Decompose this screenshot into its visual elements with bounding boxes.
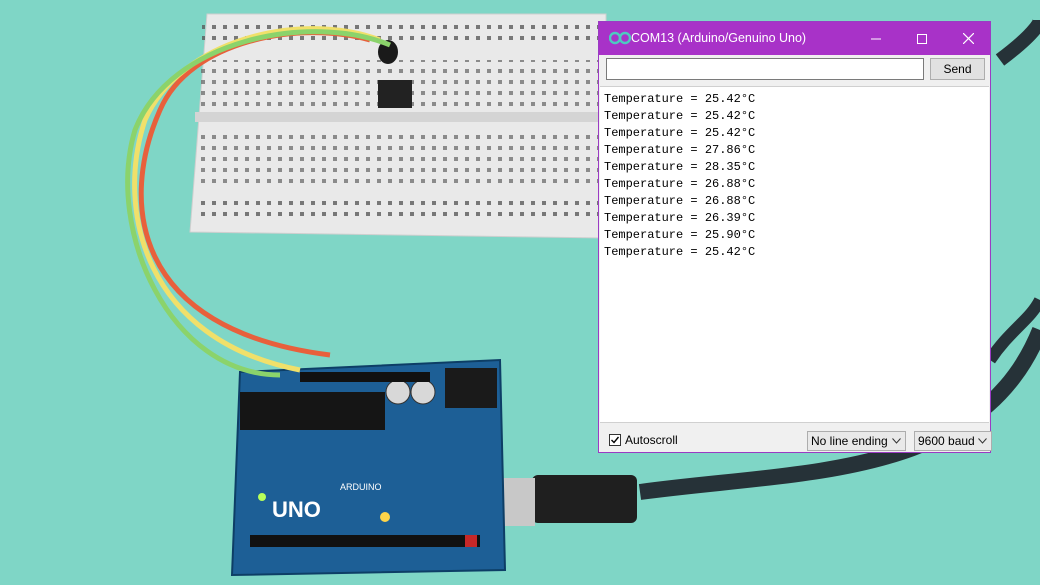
serial-output-line: Temperature = 25.42°C — [604, 126, 756, 140]
line-ending-value: No line ending — [811, 434, 888, 448]
serial-output-line: Temperature = 26.88°C — [604, 194, 756, 208]
send-button[interactable]: Send — [930, 58, 985, 80]
checkmark-icon — [611, 436, 620, 444]
maximize-button[interactable] — [899, 22, 945, 55]
serial-output-line: Temperature = 27.86°C — [604, 143, 756, 157]
jumper-wires — [125, 26, 391, 378]
board-brand: UNO — [272, 497, 321, 522]
baud-rate-value: 9600 baud — [918, 434, 975, 448]
serial-output-line: Temperature = 25.42°C — [604, 109, 756, 123]
serial-output-line: Temperature = 28.35°C — [604, 160, 756, 174]
autoscroll-checkbox[interactable] — [609, 434, 621, 446]
serial-output[interactable]: Temperature = 25.42°C Temperature = 25.42… — [600, 86, 989, 423]
close-icon — [962, 33, 974, 44]
minimize-button[interactable] — [853, 22, 899, 55]
maximize-icon — [917, 33, 927, 44]
serial-output-line: Temperature = 26.39°C — [604, 211, 756, 225]
arduino-logo-icon — [609, 31, 631, 45]
serial-output-line: Temperature = 25.42°C — [604, 245, 756, 259]
close-button[interactable] — [945, 22, 991, 55]
breadboard — [189, 13, 607, 239]
autoscroll-toggle[interactable]: Autoscroll — [609, 433, 678, 447]
window-title: COM13 (Arduino/Genuino Uno) — [631, 31, 807, 45]
autoscroll-label: Autoscroll — [625, 433, 678, 447]
chevron-down-icon — [978, 438, 987, 444]
board-name: ARDUINO — [340, 482, 382, 492]
temperature-sensor — [378, 40, 412, 108]
serial-input[interactable] — [606, 58, 924, 80]
serial-output-line: Temperature = 25.90°C — [604, 228, 756, 242]
baud-rate-select[interactable]: 9600 baud — [914, 431, 992, 451]
arduino-board: UNO ARDUINO — [230, 358, 507, 577]
title-bar: COM13 (Arduino/Genuino Uno) — [599, 22, 990, 55]
serial-output-line: Temperature = 26.88°C — [604, 177, 756, 191]
serial-monitor-window: COM13 (Arduino/Genuino Uno) Send Tempera… — [598, 21, 992, 454]
minimize-icon — [871, 38, 881, 39]
serial-output-line: Temperature = 25.42°C — [604, 92, 756, 106]
status-bar: Autoscroll No line ending 9600 baud — [599, 426, 992, 454]
line-ending-select[interactable]: No line ending — [807, 431, 906, 451]
chevron-down-icon — [892, 438, 901, 444]
